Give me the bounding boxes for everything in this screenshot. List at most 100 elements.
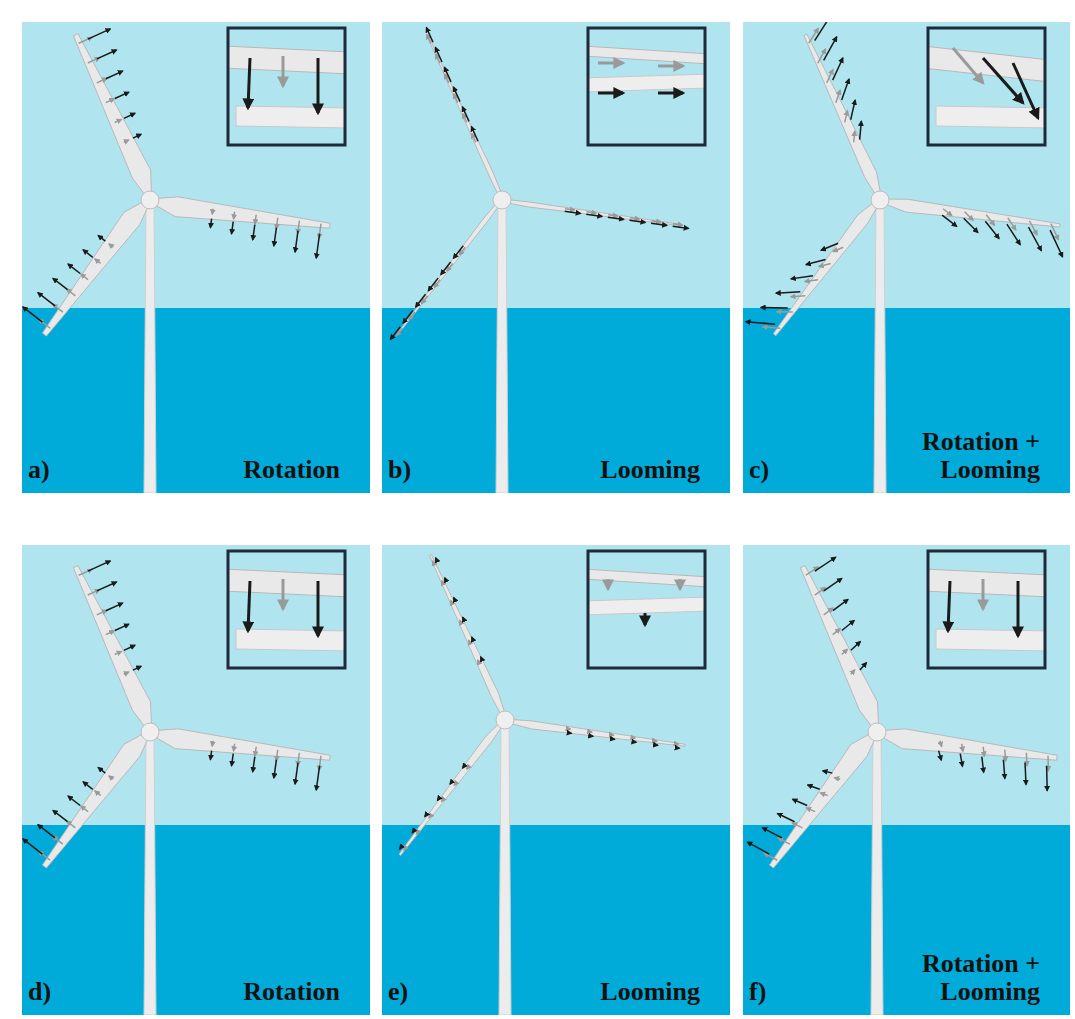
blade — [427, 35, 504, 201]
panel-illustration — [743, 545, 1070, 1015]
velocity-arrow — [1047, 756, 1049, 771]
velocity-arrow — [274, 228, 277, 246]
velocity-arrow — [442, 800, 443, 802]
panel-label: Rotation + Looming — [890, 428, 1040, 485]
velocity-arrow — [761, 307, 788, 309]
velocity-arrow — [824, 37, 837, 60]
velocity-arrow — [106, 631, 114, 635]
velocity-arrow — [819, 263, 831, 266]
velocity-arrow — [836, 90, 840, 103]
velocity-arrow — [1004, 750, 1006, 761]
velocity-arrow — [23, 307, 42, 322]
velocity-arrow — [821, 243, 838, 250]
velocity-arrow — [791, 276, 813, 279]
velocity-arrow — [763, 327, 781, 329]
velocity-arrow — [81, 806, 88, 812]
velocity-arrow — [453, 246, 463, 259]
velocity-arrow — [568, 728, 570, 730]
sky — [382, 22, 730, 308]
velocity-arrow — [88, 29, 110, 39]
velocity-arrow — [124, 140, 129, 142]
velocity-arrow — [97, 50, 117, 59]
velocity-arrow — [115, 92, 129, 98]
velocity-arrow — [611, 738, 615, 740]
velocity-arrow — [675, 747, 679, 749]
velocity-arrow — [463, 765, 465, 768]
blade — [804, 34, 882, 200]
velocity-arrow — [234, 744, 235, 751]
blade — [150, 729, 331, 760]
velocity-arrow — [124, 672, 129, 674]
velocity-arrow — [67, 821, 76, 828]
blade — [880, 199, 1060, 227]
detail-inset — [223, 551, 350, 668]
velocity-arrow — [210, 751, 211, 760]
velocity-arrow — [586, 214, 602, 216]
velocity-arrow — [1029, 221, 1037, 235]
figure-panel: c)Rotation + Looming — [743, 22, 1070, 493]
sky — [743, 545, 1070, 825]
velocity-arrow — [253, 757, 255, 772]
panel-label: Rotation — [243, 978, 340, 1007]
velocity-arrow — [454, 598, 456, 602]
velocity-arrow — [106, 71, 123, 79]
blade — [877, 729, 1058, 760]
velocity-arrow — [806, 259, 825, 264]
velocity-arrow — [97, 582, 117, 591]
velocity-arrow — [450, 601, 452, 603]
velocity-arrow — [67, 289, 76, 296]
panel-label: Looming — [600, 978, 700, 1007]
panel-letter: e) — [388, 978, 408, 1007]
velocity-arrow — [815, 588, 826, 596]
velocity-arrow — [587, 212, 597, 213]
velocity-arrow — [777, 311, 793, 313]
velocity-arrow — [608, 215, 618, 216]
velocity-arrow — [68, 264, 80, 273]
velocity-arrow — [982, 757, 984, 773]
velocity-arrow — [654, 744, 658, 746]
velocity-arrow — [764, 853, 777, 860]
sky — [22, 545, 370, 825]
velocity-arrow — [81, 274, 88, 280]
velocity-arrow — [565, 211, 581, 213]
velocity-arrow — [422, 296, 428, 304]
velocity-arrow — [295, 231, 298, 252]
velocity-arrow — [676, 743, 678, 745]
velocity-arrow — [853, 131, 855, 142]
velocity-arrow — [860, 663, 867, 670]
velocity-arrow — [276, 750, 278, 761]
blade — [73, 566, 151, 733]
velocity-arrow — [115, 119, 122, 122]
detail-inset — [583, 28, 710, 145]
velocity-arrow — [232, 222, 234, 234]
blade — [769, 731, 877, 868]
velocity-arrow — [940, 741, 942, 747]
panel-illustration — [382, 545, 730, 1015]
tower — [144, 732, 156, 1015]
velocity-arrow — [776, 292, 800, 293]
velocity-arrow — [778, 814, 795, 822]
panel-illustration — [382, 22, 730, 493]
velocity-arrow — [608, 217, 624, 219]
hub — [141, 723, 159, 741]
velocity-arrow — [459, 620, 461, 622]
velocity-arrow — [463, 617, 465, 621]
figure-panel: b)Looming — [382, 22, 730, 493]
velocity-arrow — [824, 608, 833, 615]
velocity-arrow — [450, 781, 452, 784]
velocity-arrow — [611, 734, 613, 736]
velocity-arrow — [834, 778, 840, 779]
velocity-arrow — [1029, 227, 1042, 251]
panel-letter: d) — [28, 978, 51, 1007]
velocity-arrow — [435, 47, 442, 62]
velocity-arrow — [211, 741, 213, 746]
velocity-arrow — [441, 262, 451, 275]
velocity-arrow — [833, 247, 843, 251]
velocity-arrow — [444, 67, 451, 82]
blade — [399, 719, 506, 856]
velocity-arrow — [472, 637, 474, 641]
velocity-arrow — [762, 828, 781, 838]
tower — [144, 200, 156, 493]
velocity-arrow — [98, 236, 105, 242]
